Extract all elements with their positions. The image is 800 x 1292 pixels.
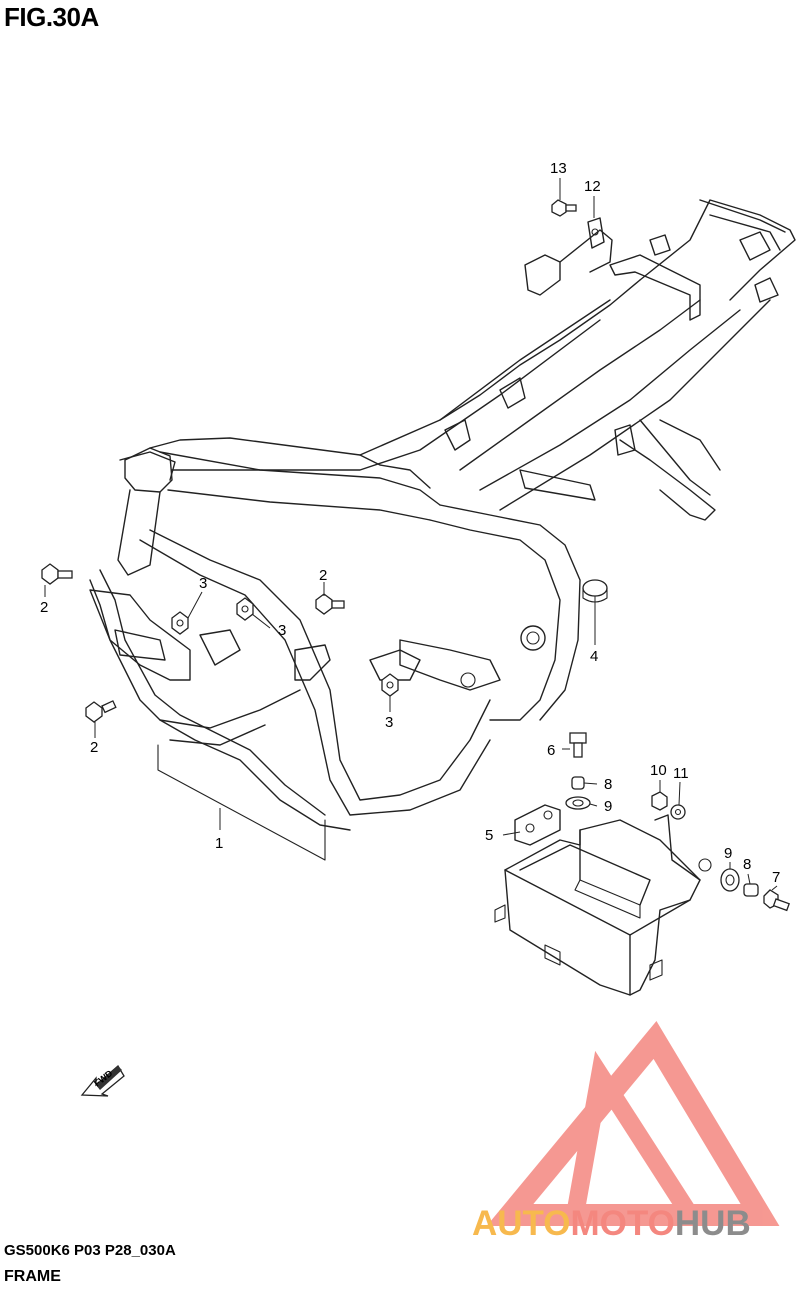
watermark-moto: MOTO [570, 1204, 675, 1243]
bolt-13 [551, 199, 577, 217]
callout-1: 1 [215, 835, 223, 852]
nut-3-a [171, 611, 189, 635]
callout-12: 12 [584, 178, 601, 195]
cushion-9-top [565, 796, 591, 810]
callout-2-c: 2 [319, 567, 327, 584]
nut-3-c [381, 673, 399, 697]
nut-10 [651, 791, 668, 811]
leader-lines [44, 178, 778, 891]
callout-2-a: 2 [40, 599, 48, 616]
bolt-2-center [315, 593, 345, 615]
callout-5: 5 [485, 827, 493, 844]
callout-11: 11 [673, 765, 689, 782]
watermark-triangle-inner [564, 1050, 707, 1224]
bolt-2-left-lower [85, 700, 117, 723]
bolt-7 [763, 889, 790, 912]
callout-numbers: 1 2 2 2 3 3 3 4 5 6 7 8 8 9 9 10 11 12 1… [40, 160, 780, 886]
callout-7: 7 [772, 869, 780, 886]
watermark-hub: HUB [674, 1204, 751, 1243]
bracket-12 [587, 217, 605, 249]
figure-title: FIG.30A [4, 2, 99, 32]
callout-2-b: 2 [90, 739, 98, 756]
callout-3-c: 3 [385, 714, 393, 731]
watermark-auto: AUTO [472, 1204, 571, 1243]
callout-3-b: 3 [278, 622, 286, 639]
callout-3-a: 3 [199, 575, 207, 592]
callout-8-b: 8 [743, 856, 751, 873]
reference-code: GS500K6 P03 P28_030A [4, 1242, 176, 1259]
nut-3-b [236, 597, 254, 621]
figure-name: FRAME [4, 1268, 61, 1285]
callout-13: 13 [550, 160, 567, 177]
callout-9-a: 9 [604, 798, 612, 815]
callout-10: 10 [650, 762, 667, 779]
battery-holder [494, 804, 712, 996]
fwd-direction-arrow: FWD [80, 1065, 125, 1097]
callout-8-a: 8 [604, 776, 612, 793]
bolt-6 [569, 732, 587, 758]
watermark-logo [486, 1021, 780, 1226]
callout-9-b: 9 [724, 845, 732, 862]
cushion-9-right [720, 868, 740, 892]
washer-11 [670, 804, 686, 820]
callout-6: 6 [547, 742, 555, 759]
collar-8-right [743, 883, 759, 897]
callout-4: 4 [590, 648, 598, 665]
collar-8-top [571, 776, 585, 790]
frame-assembly [89, 199, 796, 861]
watermark-text: AUTOMOTOHUB [472, 1204, 751, 1244]
bolt-2-left-upper [41, 563, 73, 585]
